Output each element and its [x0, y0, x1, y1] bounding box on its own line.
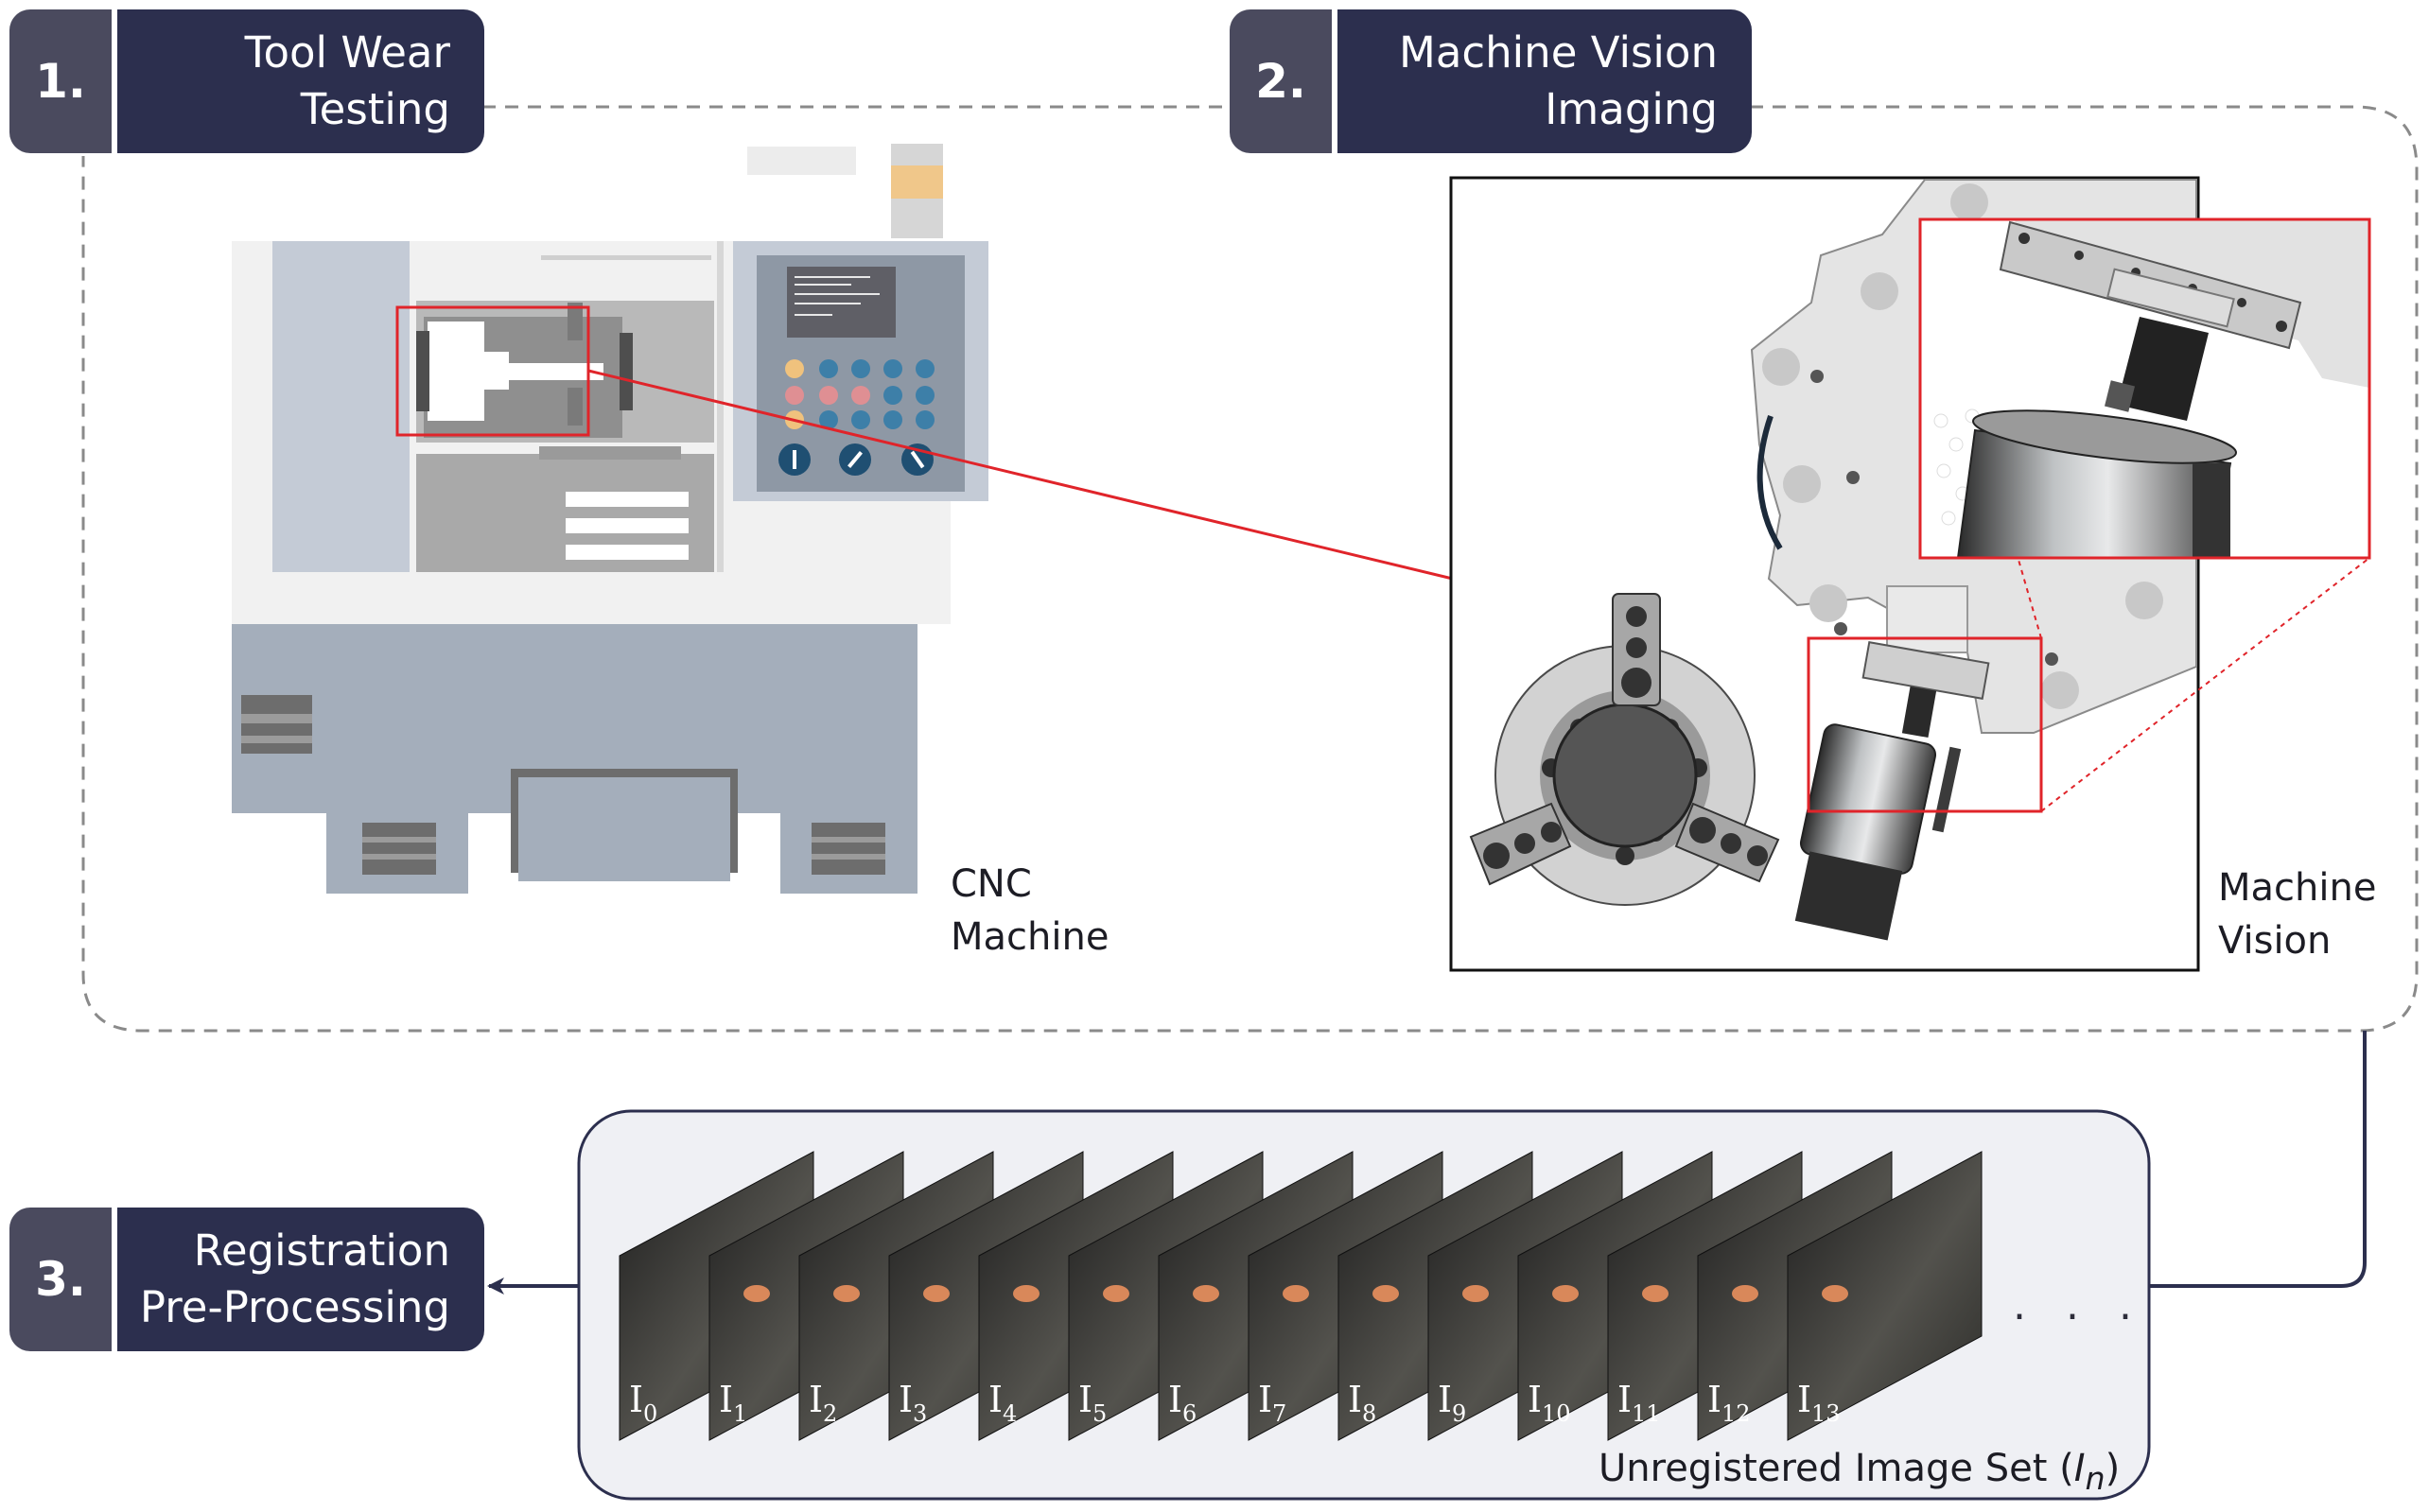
frame-label: I11: [1617, 1379, 1661, 1427]
frame-label-sub: 9: [1452, 1400, 1466, 1427]
tool-wear-glow: [1103, 1285, 1129, 1302]
tool-wear-glow: [923, 1285, 950, 1302]
tool-wear-glow: [1552, 1285, 1579, 1302]
step-2-title: Machine Vision Imaging: [1337, 9, 1752, 153]
frame-label-sub: 0: [643, 1400, 657, 1427]
image-frame: I13: [1787, 1151, 1983, 1441]
mv-caption-line1: Machine: [2218, 866, 2377, 910]
step-1-number: 1.: [9, 9, 112, 153]
machine-vision-caption: Machine Vision: [2218, 861, 2376, 967]
image-set-caption: Unregistered Image Set (In): [1599, 1442, 2120, 1505]
frame-label-base: I: [1168, 1379, 1182, 1420]
camera-sensor: [1794, 723, 1962, 941]
frame-label-base: I: [1528, 1379, 1542, 1420]
connector-to-image-set: [2098, 1031, 2367, 1295]
tool-wear-glow: [743, 1285, 770, 1302]
frame-label-base: I: [899, 1379, 913, 1420]
frame-label-base: I: [629, 1379, 643, 1420]
image-set-caption-prefix: Unregistered Image Set (: [1599, 1447, 2074, 1490]
mv-caption-line2: Vision: [2218, 919, 2332, 963]
frame-label-sub: 5: [1092, 1400, 1107, 1427]
frame-label: I4: [988, 1379, 1017, 1427]
more-frames-ellipsis: . . .: [2013, 1281, 2145, 1330]
frame-label-sub: 7: [1272, 1400, 1286, 1427]
frame-label-sub: 3: [913, 1400, 927, 1427]
frame-label: I5: [1078, 1379, 1107, 1427]
step-2-number: 2.: [1230, 9, 1332, 153]
cnc-machine-caption: CNC Machine: [951, 858, 1109, 964]
frame-label-base: I: [988, 1379, 1003, 1420]
frame-label-base: I: [1617, 1379, 1632, 1420]
image-frame-shape: [1787, 1151, 1983, 1441]
frame-label: I9: [1438, 1379, 1466, 1427]
tool-wear-glow: [1462, 1285, 1489, 1302]
frame-label: I8: [1348, 1379, 1376, 1427]
frame-label-base: I: [1258, 1379, 1272, 1420]
tool-wear-glow: [1283, 1285, 1309, 1302]
tool-wear-glow: [1193, 1285, 1219, 1302]
step-3-title: Registration Pre-Processing: [117, 1208, 484, 1351]
frame-label: I0: [629, 1379, 657, 1427]
image-set-caption-var: I: [2073, 1447, 2086, 1490]
frame-label-sub: 2: [823, 1400, 837, 1427]
frame-label-base: I: [1707, 1379, 1721, 1420]
frame-label-sub: 11: [1632, 1400, 1661, 1427]
cnc-control-buttons: [778, 359, 935, 476]
frame-label-sub: 12: [1721, 1400, 1751, 1427]
frame-label-sub: 10: [1542, 1400, 1571, 1427]
frame-label: I7: [1258, 1379, 1286, 1427]
frame-label: I10: [1528, 1379, 1571, 1427]
red-zoom-arrow: [587, 369, 1466, 585]
lathe-chuck: [1469, 593, 1780, 906]
tool-wear-glow: [833, 1285, 860, 1302]
tool-wear-glow: [1013, 1285, 1040, 1302]
tool-wear-glow: [1732, 1285, 1758, 1302]
image-set-caption-suffix: ): [2105, 1447, 2121, 1490]
step-1-title-line2: Testing: [300, 84, 450, 134]
step-2-title-line1: Machine Vision: [1399, 27, 1718, 78]
cnc-caption-line2: Machine: [951, 915, 1110, 959]
frame-label: I6: [1168, 1379, 1197, 1427]
frame-label-base: I: [809, 1379, 823, 1420]
tool-wear-glow: [1822, 1285, 1848, 1302]
frame-label-base: I: [1797, 1379, 1811, 1420]
frame-label-base: I: [1438, 1379, 1452, 1420]
cnc-machine-illustration: [232, 144, 988, 894]
image-set-caption-sub: n: [2085, 1460, 2106, 1497]
step-3-title-line2: Pre-Processing: [139, 1282, 450, 1332]
frame-label: I2: [809, 1379, 837, 1427]
step-3-number: 3.: [9, 1208, 112, 1351]
tool-wear-glow: [1372, 1285, 1399, 1302]
frame-label-base: I: [719, 1379, 733, 1420]
frame-label-sub: 6: [1182, 1400, 1197, 1427]
step-1-title: Tool Wear Testing: [117, 9, 484, 153]
step-3-title-line1: Registration: [193, 1225, 450, 1276]
frame-label-sub: 1: [733, 1400, 747, 1427]
frame-label: I12: [1707, 1379, 1751, 1427]
frame-label: I13: [1797, 1379, 1841, 1427]
frame-label-sub: 8: [1362, 1400, 1376, 1427]
step-1-title-line1: Tool Wear: [244, 27, 450, 78]
frame-label: I1: [719, 1379, 747, 1427]
step-2-title-line2: Imaging: [1545, 84, 1718, 134]
frame-label-sub: 13: [1811, 1400, 1841, 1427]
machine-vision-illustration: [1449, 176, 2371, 972]
tool-holder: [1861, 641, 1990, 739]
tool-wear-glow: [1642, 1285, 1669, 1302]
dashed-process-border: [81, 105, 2419, 1033]
zoom-inset: [1918, 217, 2371, 560]
frame-label-base: I: [1348, 1379, 1362, 1420]
frame-label-sub: 4: [1003, 1400, 1017, 1427]
frame-label: I3: [899, 1379, 927, 1427]
frame-label-base: I: [1078, 1379, 1092, 1420]
tool-highlight-box: [1807, 636, 2043, 813]
cnc-caption-line1: CNC: [951, 862, 1032, 906]
